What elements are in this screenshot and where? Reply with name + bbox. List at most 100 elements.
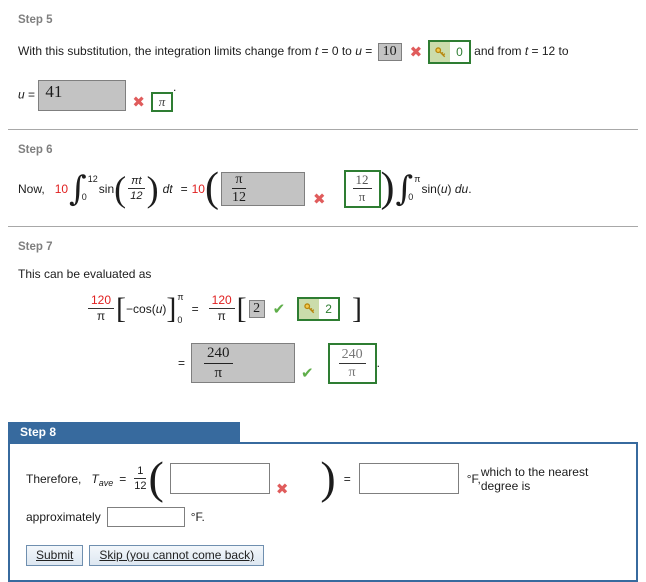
integral-upper-limit: 12 (87, 173, 98, 184)
incorrect-icon: ✖ (275, 479, 289, 498)
bracket-lower-limit: 0 (177, 314, 183, 325)
step5-line2-eq: = (24, 87, 39, 102)
var-t: t (314, 44, 319, 59)
equals-sign: = (191, 301, 199, 316)
fraction-denominator: π (96, 309, 106, 324)
var-u: u (18, 87, 25, 102)
close-paren: ) (380, 164, 395, 211)
integral-glyph: ∫ (395, 168, 414, 209)
tave-symbol: Tave (91, 472, 113, 488)
fraction-denominator: π (348, 364, 356, 380)
var-u: u (355, 44, 362, 59)
therefore-text: Therefore, (26, 471, 82, 486)
step8-header-tab: Step 8 (8, 422, 240, 443)
key-answer-box-u12: π (150, 91, 173, 112)
fraction-denominator: 12 (231, 190, 246, 206)
incorrect-icon: ✖ (132, 92, 145, 111)
var-u: u (440, 181, 448, 196)
du-text: du (454, 181, 469, 196)
fraction-numerator: 240 (204, 345, 233, 364)
close-bracket: ] (351, 291, 362, 325)
close-paren-small: ) (447, 181, 455, 196)
fraction-denominator: 12 (130, 190, 143, 203)
close-paren-small: ) (162, 301, 167, 316)
answer-box-incorrect-u12: 41 (38, 80, 127, 111)
step8-buttons: Submit Skip (you cannot come back) (26, 545, 620, 567)
step6-label: Step 6 (18, 144, 53, 156)
correct-icon: ✔ (272, 299, 286, 318)
step5-text-mid1: = 0 to (318, 44, 356, 59)
close-bracket: ] (166, 291, 177, 325)
key-answer-value: 0 (456, 45, 463, 59)
fraction-denominator: π (217, 309, 226, 324)
var-t: t (524, 44, 529, 59)
step8-tail-text: which to the nearest degree is (480, 464, 589, 493)
var-u: u (155, 301, 163, 316)
equals-sign: = (343, 471, 351, 486)
degree-unit: °F. (190, 510, 205, 525)
answer-box-incorrect-u0: 10 (377, 43, 402, 61)
sin-text: sin (98, 181, 115, 196)
skip-button[interactable]: Skip (you cannot come back) (89, 545, 265, 567)
fraction-numerator: 120 (208, 293, 235, 310)
fraction-numerator: πt (128, 175, 145, 190)
step5-text-eq: = (361, 44, 376, 59)
step5-text-mid2: and from (470, 44, 525, 59)
key-icon (299, 298, 320, 319)
fraction-denominator: π (214, 364, 223, 381)
step5-line2: u = 41 ✖ π. (18, 79, 628, 112)
minus-cos-text: −cos( (126, 301, 156, 316)
submit-button[interactable]: Submit (26, 545, 84, 567)
approximately-text: approximately (26, 510, 101, 525)
step5-label: Step 5 (18, 14, 53, 26)
integral-upper-limit: π (414, 173, 421, 184)
open-bracket: [ (236, 291, 247, 325)
sentence-period: . (376, 356, 380, 371)
bracket-upper-limit: π (177, 291, 184, 302)
step5-text-mid3: = 12 to (528, 44, 569, 59)
equals-sign: = (178, 356, 186, 371)
neg-cos-expr: −cos(u) (126, 302, 166, 316)
integral-lower-limit: 0 (408, 191, 414, 202)
close-paren: ) (146, 168, 159, 209)
key-answer-box-2: 2 (297, 296, 340, 321)
key-answer-box-u0: 0 (428, 40, 471, 64)
incorrect-icon: ✖ (409, 43, 423, 61)
close-paren: ) (320, 452, 336, 504)
open-bracket: [ (116, 291, 127, 325)
answer-box-correct-2: 2 (248, 299, 265, 318)
equals-sign: = (119, 471, 127, 486)
carried-value-10: 10 (191, 181, 205, 196)
tave-rounded-input[interactable] (106, 507, 185, 528)
tave-value-input[interactable] (358, 463, 459, 495)
key-icon (430, 42, 451, 62)
carried-value-10: 10 (54, 181, 69, 196)
fraction-numerator: 12 (352, 172, 372, 190)
tave-expression-input[interactable] (169, 463, 270, 495)
open-paren: ( (114, 168, 127, 209)
key-answer-value: 2 (325, 301, 332, 316)
sentence-period: . (172, 79, 177, 94)
open-paren: ( (148, 452, 164, 504)
step7-intro: This can be evaluated as (18, 266, 152, 281)
step5-text-pre: With this substitution, the integration … (18, 44, 315, 59)
sentence-period: . (468, 181, 472, 196)
